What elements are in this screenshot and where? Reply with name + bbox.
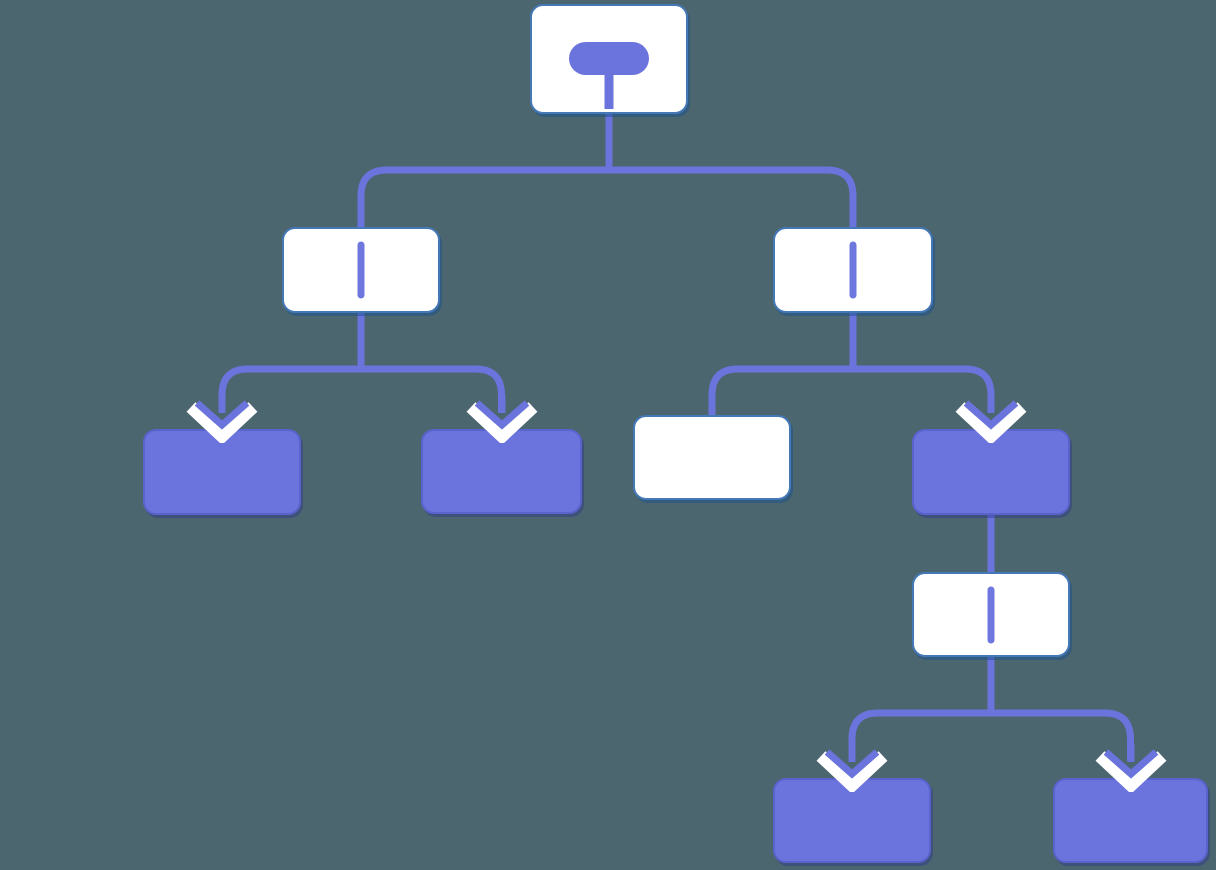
chevron-stroke [963, 400, 1019, 430]
tree-node-root[interactable] [530, 4, 688, 114]
chevron-double-down-icon[interactable] [816, 744, 888, 792]
chevron-stroke [955, 402, 1027, 443]
connector-line [357, 166, 857, 230]
tree-node-branch-bottom[interactable] [912, 572, 1070, 657]
chevron-double-down-icon[interactable] [955, 395, 1027, 443]
chevron-double-down-icon[interactable] [1095, 744, 1167, 792]
vertical-bar-indicator [987, 586, 995, 643]
tree-node-leaf-5[interactable] [773, 778, 931, 863]
tree-node-leaf-2[interactable] [421, 429, 582, 514]
chevron-stroke [466, 402, 537, 443]
tree-node-leaf-6[interactable] [1053, 778, 1208, 863]
tree-node-leaf-1[interactable] [143, 429, 301, 515]
tree-node-leaf-3[interactable] [633, 415, 791, 500]
chevron-double-down-icon[interactable] [186, 395, 258, 443]
chevron-stroke [1103, 749, 1158, 779]
chevron-stroke [824, 749, 880, 779]
chevron-stroke [194, 400, 250, 430]
tree-node-branch-right[interactable] [773, 227, 933, 313]
chevron-stroke [1095, 751, 1166, 792]
chevron-stroke [186, 402, 258, 443]
connector-line [708, 365, 995, 418]
chevron-stroke [816, 751, 888, 792]
vertical-bar-indicator [849, 241, 857, 299]
pill-node-stem [604, 70, 614, 109]
pill-node-icon [569, 42, 649, 75]
connector-line [848, 709, 1134, 761]
connector-line [218, 365, 505, 412]
vertical-bar-indicator [357, 241, 365, 299]
chevron-stroke [474, 400, 529, 430]
tree-node-leaf-4[interactable] [912, 429, 1070, 515]
chevron-double-down-icon[interactable] [466, 395, 538, 443]
tree-node-branch-left[interactable] [282, 227, 440, 313]
